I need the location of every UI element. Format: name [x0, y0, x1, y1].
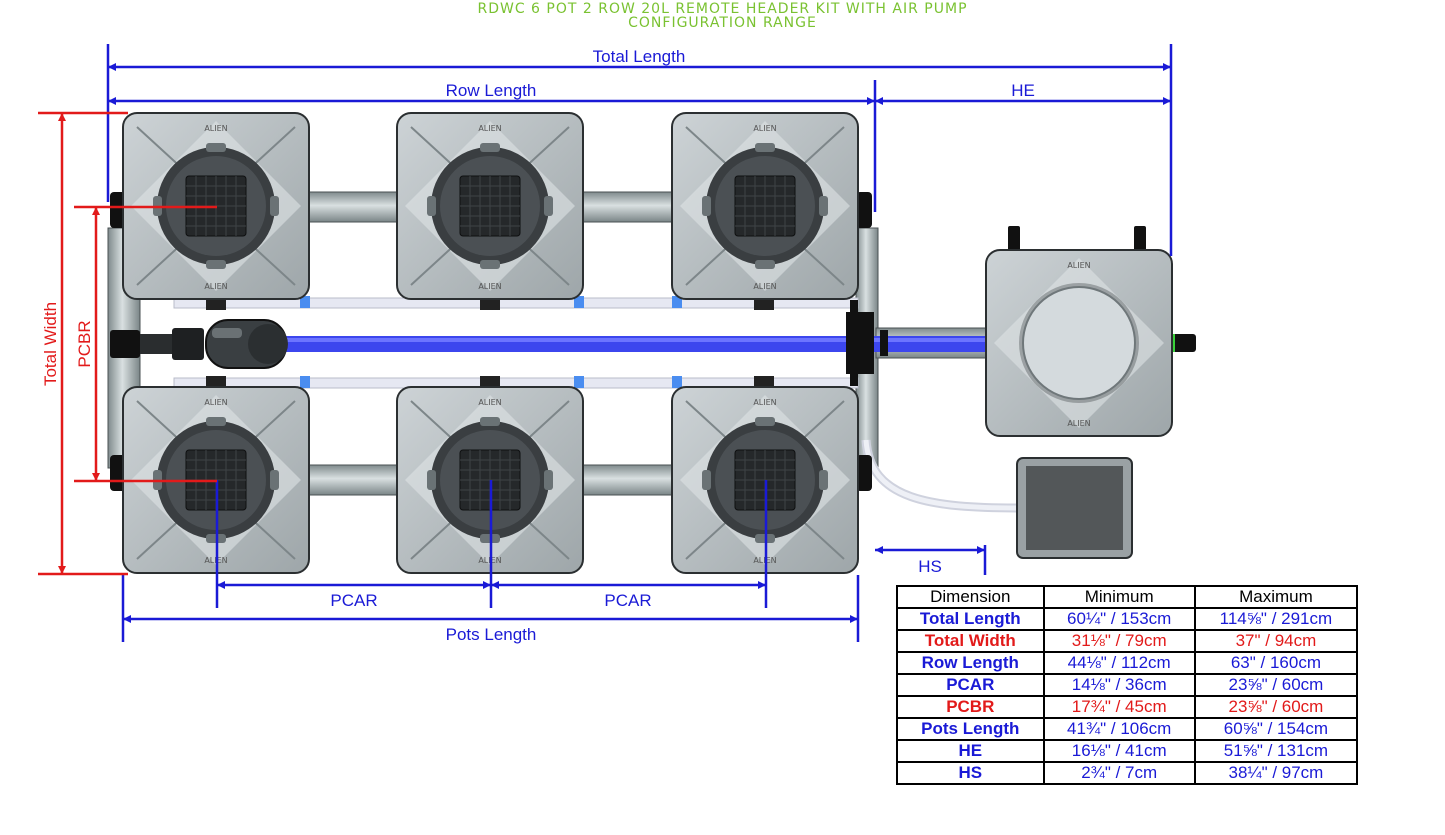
- header-tank: ALIEN ALIEN: [985, 226, 1196, 437]
- table-cell-dimension: PCBR: [896, 695, 1045, 719]
- table-header-dimension: Dimension: [896, 585, 1045, 609]
- table-row: Total Length 60¼" / 153cm 114⅝" / 291cm: [896, 607, 1359, 631]
- dimension-lines: [38, 44, 1173, 642]
- table-cell-maximum: 38¼" / 97cm: [1193, 761, 1359, 785]
- table-cell-maximum: 114⅝" / 291cm: [1193, 607, 1359, 631]
- table-cell-minimum: 41¾" / 106cm: [1042, 717, 1196, 741]
- label-pcar-right: PCAR: [604, 591, 651, 610]
- pot-top-2: [396, 112, 584, 300]
- table-cell-maximum: 37" / 94cm: [1193, 629, 1359, 653]
- label-row-length: Row Length: [446, 81, 537, 100]
- table-cell-maximum: 51⅝" / 131cm: [1193, 739, 1359, 763]
- table-cell-maximum: 23⅝" / 60cm: [1193, 695, 1359, 719]
- table-cell-dimension: HS: [896, 761, 1045, 785]
- table-cell-minimum: 31⅛" / 79cm: [1042, 629, 1196, 653]
- table-cell-minimum: 16⅛" / 41cm: [1042, 739, 1196, 763]
- table-row: Pots Length 41¾" / 106cm 60⅝" / 154cm: [896, 717, 1359, 741]
- table-row: HE 16⅛" / 41cm 51⅝" / 131cm: [896, 739, 1359, 763]
- table-row: Total Width 31⅛" / 79cm 37" / 94cm: [896, 629, 1359, 653]
- label-pcar-left: PCAR: [330, 591, 377, 610]
- diagram-title-line-2: CONFIGURATION RANGE: [628, 15, 817, 31]
- table-cell-dimension: PCAR: [896, 673, 1045, 697]
- table-cell-dimension: Total Length: [896, 607, 1045, 631]
- table-cell-minimum: 14⅛" / 36cm: [1042, 673, 1196, 697]
- pot-top-3: [671, 112, 859, 300]
- table-header-row: Dimension Minimum Maximum: [896, 585, 1359, 609]
- table-cell-maximum: 63" / 160cm: [1193, 651, 1359, 675]
- table-row: Row Length 44⅛" / 112cm 63" / 160cm: [896, 651, 1359, 675]
- table-cell-minimum: 44⅛" / 112cm: [1042, 651, 1196, 675]
- label-pcbr: PCBR: [75, 320, 94, 367]
- table-cell-minimum: 60¼" / 153cm: [1042, 607, 1196, 631]
- table-row: PCAR 14⅛" / 36cm 23⅝" / 60cm: [896, 673, 1359, 697]
- table-cell-maximum: 60⅝" / 154cm: [1193, 717, 1359, 741]
- table-cell-dimension: HE: [896, 739, 1045, 763]
- table-row: PCBR 17¾" / 45cm 23⅝" / 60cm: [896, 695, 1359, 719]
- air-pump-icon: [1016, 457, 1133, 559]
- label-he: HE: [1011, 81, 1035, 100]
- configuration-range-table: Dimension Minimum Maximum Total Length 6…: [896, 585, 1359, 785]
- table-cell-maximum: 23⅝" / 60cm: [1193, 673, 1359, 697]
- table-cell-minimum: 17¾" / 45cm: [1042, 695, 1196, 719]
- table-row: HS 2¾" / 7cm 38¼" / 97cm: [896, 761, 1359, 785]
- table-cell-dimension: Total Width: [896, 629, 1045, 653]
- diagram-title-line-1: RDWC 6 POT 2 ROW 20L REMOTE HEADER KIT W…: [477, 1, 968, 17]
- table-cell-dimension: Pots Length: [896, 717, 1045, 741]
- label-pots-length: Pots Length: [446, 625, 537, 644]
- table-cell-dimension: Row Length: [896, 651, 1045, 675]
- circulation-pump-icon: [205, 319, 288, 369]
- svg-text:ALIEN: ALIEN: [1067, 419, 1090, 428]
- svg-text:ALIEN: ALIEN: [1067, 261, 1090, 270]
- label-hs: HS: [918, 557, 942, 576]
- label-total-width: Total Width: [41, 302, 60, 386]
- table-header-minimum: Minimum: [1042, 585, 1196, 609]
- table-cell-minimum: 2¾" / 7cm: [1042, 761, 1196, 785]
- label-total-length: Total Length: [593, 47, 686, 66]
- table-header-maximum: Maximum: [1193, 585, 1359, 609]
